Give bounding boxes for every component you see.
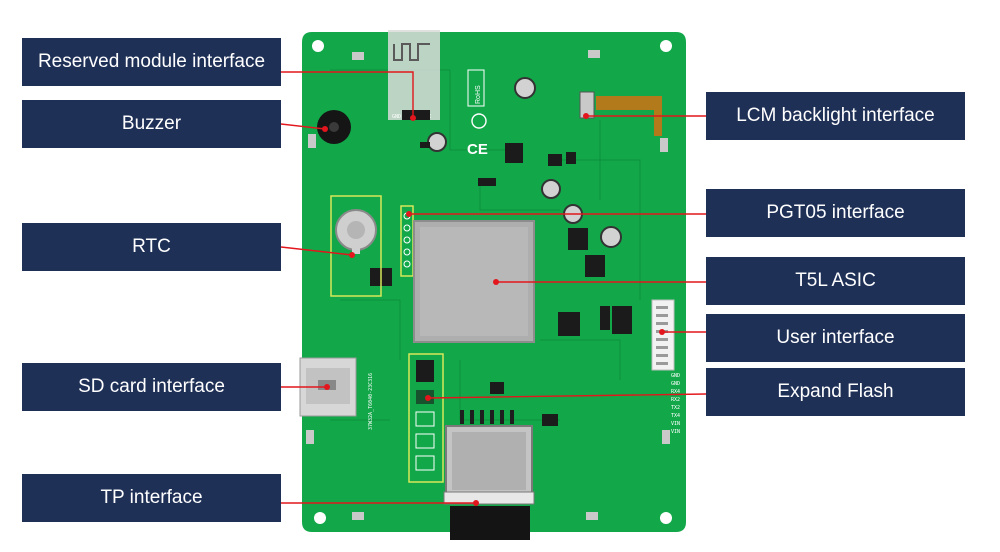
label-sd-card-interface: SD card interface (22, 363, 281, 411)
label-tp-interface: TP interface (22, 474, 281, 522)
rohs-text: RoHS (475, 85, 482, 104)
label-pgt05-interface: PGT05 interface (706, 189, 965, 237)
pin-label: TX2 (671, 405, 680, 411)
label-expand-flash: Expand Flash (706, 368, 965, 416)
pin-label: VIN (671, 429, 680, 435)
pin-label: RX4 (671, 389, 680, 395)
leader-rtc (280, 246, 353, 256)
label-lcm-backlight-interface: LCM backlight interface (706, 92, 965, 140)
leader-expand-flash (427, 393, 707, 399)
pin-label: VIN (671, 421, 680, 427)
label-user-interface: User interface (706, 314, 965, 362)
pin-labels: GND GND RX4 RX2 TX2 TX4 VIN VIN (671, 373, 680, 435)
serial-text: 37W32A_T6040-23C316 (368, 373, 374, 430)
label-rtc: RTC (22, 223, 281, 271)
label-buzzer: Buzzer (22, 100, 281, 148)
pin-label: GND (671, 373, 680, 379)
leader-lines (280, 71, 707, 506)
label-t5l-asic: T5L ASIC (706, 257, 965, 305)
pin-label: TX4 (671, 413, 680, 419)
label-reserved-module-interface: Reserved module interface (22, 38, 281, 86)
leader-reserved-module (281, 71, 414, 118)
ce-mark: CE (467, 141, 488, 158)
pin-label: RX2 (671, 397, 680, 403)
leader-buzzer (280, 123, 326, 130)
pcb-board: GND VDD RX TX RoHS CE (299, 30, 686, 540)
pin-label: GND (671, 381, 680, 387)
rohs-mark (467, 69, 485, 107)
